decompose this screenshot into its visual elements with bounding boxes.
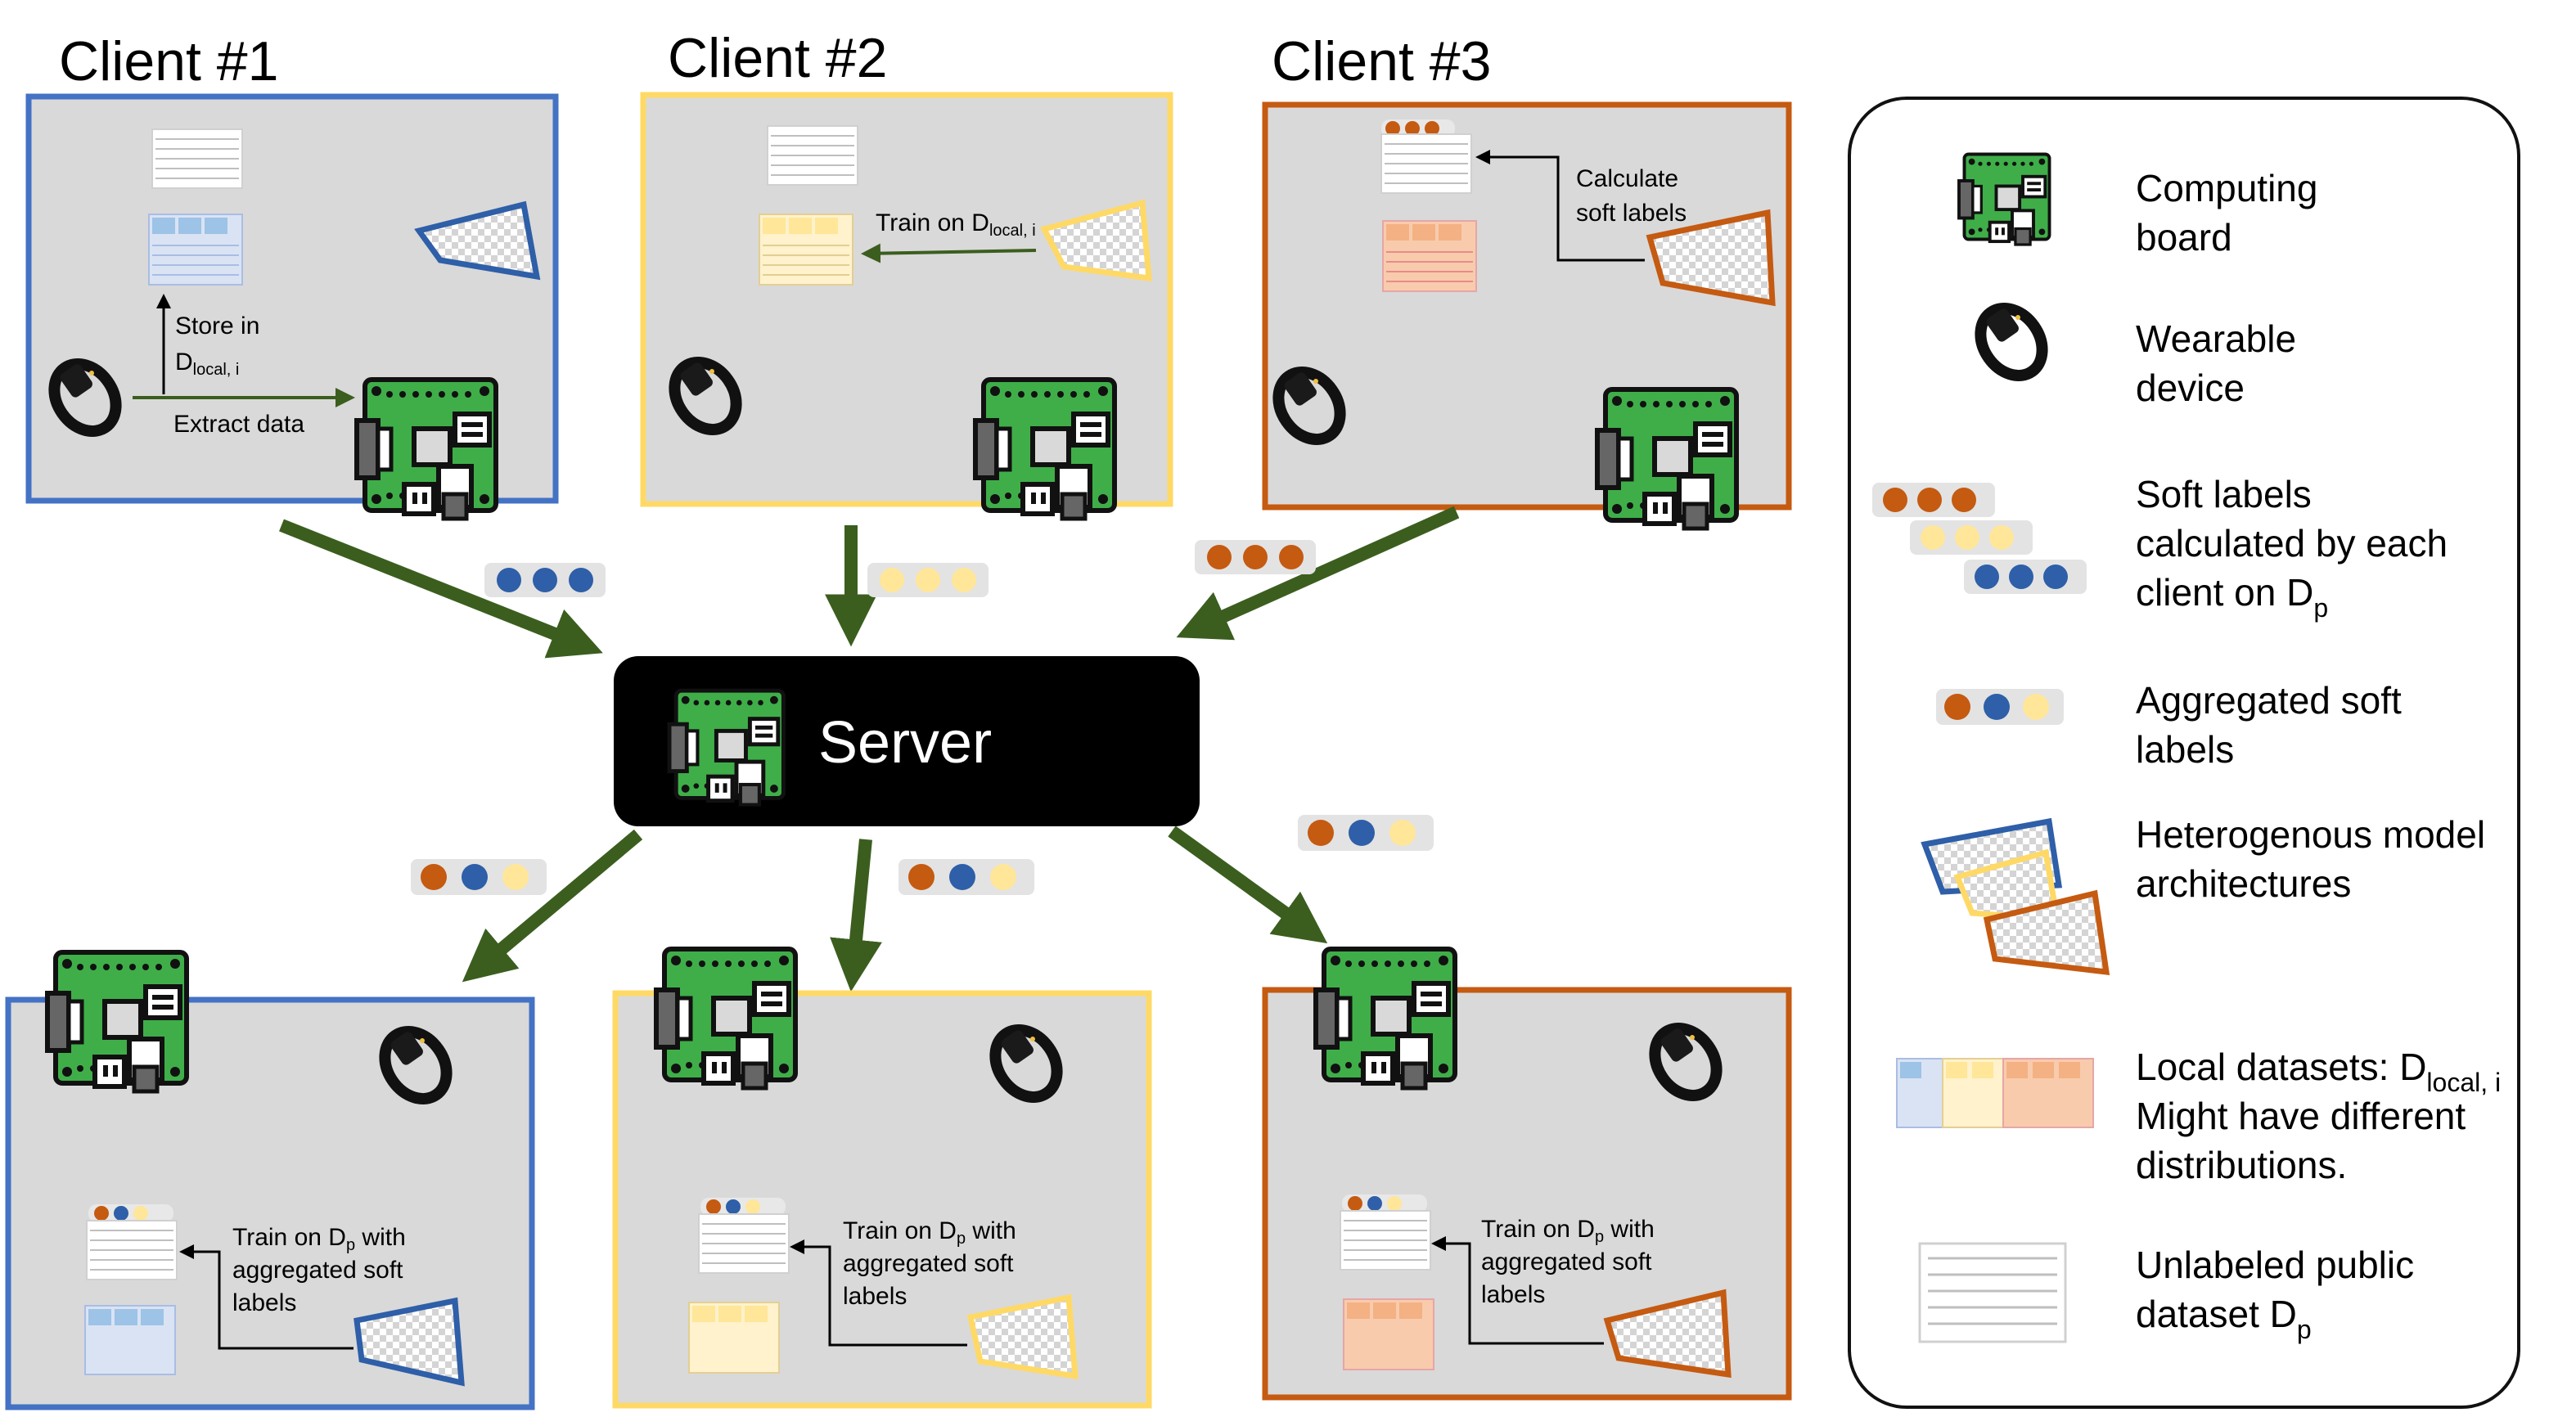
svg-text:Train on Dp with: Train on Dp with	[1481, 1216, 1655, 1246]
svg-text:Might have different: Might have different	[2136, 1095, 2466, 1137]
aggregated-soft-labels-3	[1298, 815, 1434, 851]
client-3-board-icon	[1597, 389, 1736, 529]
aggregated-soft-labels-2	[898, 859, 1034, 895]
client-3-soft-labels	[1195, 540, 1316, 574]
svg-text:soft labels: soft labels	[1576, 200, 1687, 227]
svg-text:Aggregated soft: Aggregated soft	[2136, 679, 2402, 722]
svg-text:Train on Dp with: Train on Dp with	[232, 1224, 406, 1254]
svg-text:Heterogenous model: Heterogenous model	[2136, 813, 2485, 856]
svg-text:dataset Dp: dataset Dp	[2136, 1293, 2312, 1344]
svg-text:labels: labels	[843, 1283, 907, 1310]
svg-text:Computing: Computing	[2136, 167, 2317, 209]
svg-text:labels: labels	[2136, 728, 2234, 771]
svg-text:Train on Dp with: Train on Dp with	[843, 1217, 1016, 1248]
svg-text:client on Dp: client on Dp	[2136, 571, 2328, 623]
svg-text:distributions.: distributions.	[2136, 1144, 2347, 1186]
svg-text:Unlabeled public: Unlabeled public	[2136, 1244, 2414, 1286]
svg-text:labels: labels	[1481, 1281, 1545, 1308]
svg-text:Local datasets: Dlocal, i: Local datasets: Dlocal, i	[2136, 1046, 2501, 1097]
client-2-soft-labels	[867, 563, 989, 597]
client-1-title: Client #1	[59, 30, 278, 92]
svg-text:Extract data: Extract data	[173, 411, 304, 438]
bottom-client-1-board-icon	[47, 952, 187, 1091]
client-2-title: Client #2	[668, 27, 887, 89]
svg-text:labels: labels	[232, 1289, 296, 1316]
client-2-board-icon	[975, 380, 1115, 519]
client-2-local-dataset	[759, 214, 853, 286]
legend-soft-labels-icon	[1872, 483, 2087, 594]
svg-text:calculated by each: calculated by each	[2136, 522, 2448, 565]
bottom-client-3-model	[1603, 1289, 1732, 1379]
svg-text:aggregated soft: aggregated soft	[1481, 1248, 1652, 1275]
server-board-icon	[669, 691, 783, 804]
svg-text:Soft labels: Soft labels	[2136, 473, 2312, 515]
bottom-client-3-board-icon	[1316, 949, 1455, 1088]
legend-aggregated-icon	[1936, 689, 2064, 725]
legend-model-architectures-icon	[1921, 817, 2110, 976]
client-1-soft-labels	[484, 563, 606, 597]
svg-text:board: board	[2136, 216, 2232, 259]
client-1-local-dataset	[148, 214, 243, 286]
legend-computing-board-icon	[1957, 152, 2051, 246]
svg-text:Train on Dlocal, i: Train on Dlocal, i	[876, 209, 1036, 240]
legend-local-datasets-icon	[1896, 1058, 2094, 1128]
svg-text:aggregated soft: aggregated soft	[843, 1250, 1014, 1277]
svg-text:device: device	[2136, 367, 2245, 409]
client-3-public-with-labels	[1380, 119, 1472, 194]
client-2-model	[1039, 199, 1152, 282]
svg-text:architectures: architectures	[2136, 862, 2351, 905]
svg-text:Wearable: Wearable	[2136, 317, 2296, 360]
bottom-client-2-model	[966, 1293, 1079, 1380]
client-3-model	[1646, 209, 1776, 307]
client-3-title: Client #3	[1272, 30, 1491, 92]
svg-text:Store in: Store in	[175, 313, 259, 340]
server-label: Server	[818, 710, 992, 776]
client-3-local-dataset	[1382, 220, 1477, 292]
svg-text:Dlocal, i: Dlocal, i	[175, 349, 239, 379]
svg-text:Calculate: Calculate	[1576, 165, 1678, 192]
client-1-model	[414, 200, 541, 281]
client-1-board-icon	[357, 380, 496, 519]
bottom-client-1-model	[354, 1297, 465, 1387]
legend-public-dataset-icon	[1918, 1242, 2067, 1343]
svg-text:aggregated soft: aggregated soft	[232, 1257, 403, 1284]
aggregated-soft-labels-1	[411, 859, 547, 895]
bottom-client-2-board-icon	[656, 949, 795, 1088]
